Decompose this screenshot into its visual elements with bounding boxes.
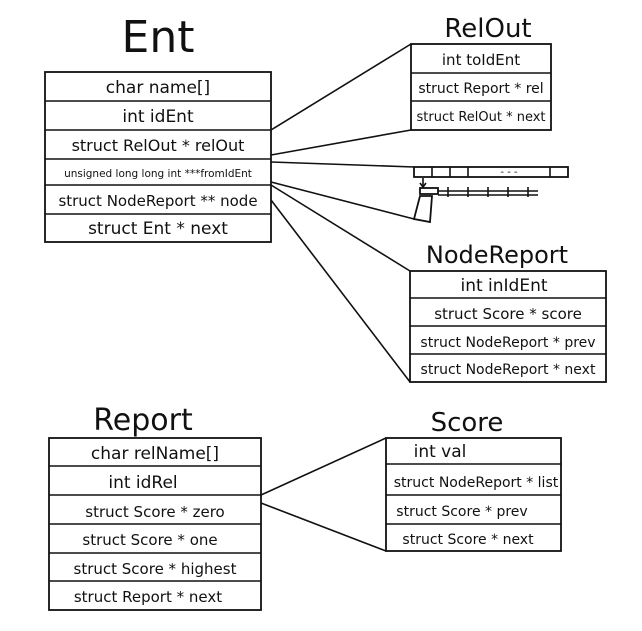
report-field-highest: struct Score * highest (74, 560, 237, 578)
connectors (260, 43, 415, 552)
score-field-val: int val (414, 442, 467, 462)
ent-title: Ent (122, 12, 195, 63)
relout-field-next: struct RelOut * next (416, 110, 545, 125)
array-column-cells (412, 195, 433, 224)
score-field-prev: struct Score * prev (396, 504, 527, 520)
connector-relout-top (270, 43, 412, 131)
ent-field-next: struct Ent * next (88, 219, 228, 239)
report-field-idRel: int idRel (108, 473, 177, 493)
report-title: Report (93, 403, 193, 438)
connector-array-top (270, 161, 415, 168)
ent-field-name: char name[] (106, 78, 210, 98)
report-struct: Report char relName[] int idRel struct S… (48, 403, 262, 611)
connector-score-bottom (260, 502, 387, 552)
connector-nodereport-bottom (270, 199, 411, 383)
report-field-relName: char relName[] (91, 444, 219, 464)
connector-array-bottom (270, 181, 415, 220)
report-field-zero: struct Score * zero (85, 503, 224, 521)
relout-title: RelOut (444, 14, 531, 44)
relout-field-rel: struct Report * rel (418, 81, 543, 97)
score-field-list: struct NodeReport * list (394, 475, 559, 491)
score-title: Score (431, 408, 504, 438)
ent-field-fromidEnt: unsigned long long int ***fromIdEnt (64, 168, 252, 180)
array-sketch: - - - (412, 166, 569, 224)
nodereport-field-inIdEnt: int inIdEnt (460, 276, 547, 296)
array-top-row (413, 166, 569, 178)
relout-field-toIdEnt: int toIdEnt (442, 51, 520, 69)
score-struct: Score int val struct NodeReport * list s… (385, 408, 562, 552)
nodereport-field-score: struct Score * score (434, 305, 582, 323)
connector-relout-bottom (270, 129, 412, 156)
array-pointer-cell (419, 187, 439, 195)
relout-box (410, 43, 552, 131)
connector-nodereport-top (270, 184, 411, 272)
connector-score-top (260, 437, 387, 496)
nodereport-field-prev: struct NodeReport * prev (420, 335, 595, 351)
score-field-next: struct Score * next (402, 532, 534, 548)
ent-struct: Ent char name[] int idEnt struct RelOut … (44, 12, 272, 243)
ent-box (44, 71, 272, 243)
ent-field-ident: int idEnt (122, 107, 194, 127)
report-field-one: struct Score * one (82, 531, 217, 549)
nodereport-struct: NodeReport int inIdEnt struct Score * sc… (409, 241, 607, 383)
nodereport-field-next: struct NodeReport * next (421, 362, 596, 378)
report-field-next: struct Report * next (74, 588, 222, 606)
array-dashes: - - - (500, 167, 518, 178)
ent-field-node: struct NodeReport ** node (58, 192, 257, 210)
ent-field-relout: struct RelOut * relOut (72, 136, 245, 155)
relout-struct: RelOut int toIdEnt struct Report * rel s… (410, 14, 552, 131)
nodereport-title: NodeReport (426, 241, 568, 269)
